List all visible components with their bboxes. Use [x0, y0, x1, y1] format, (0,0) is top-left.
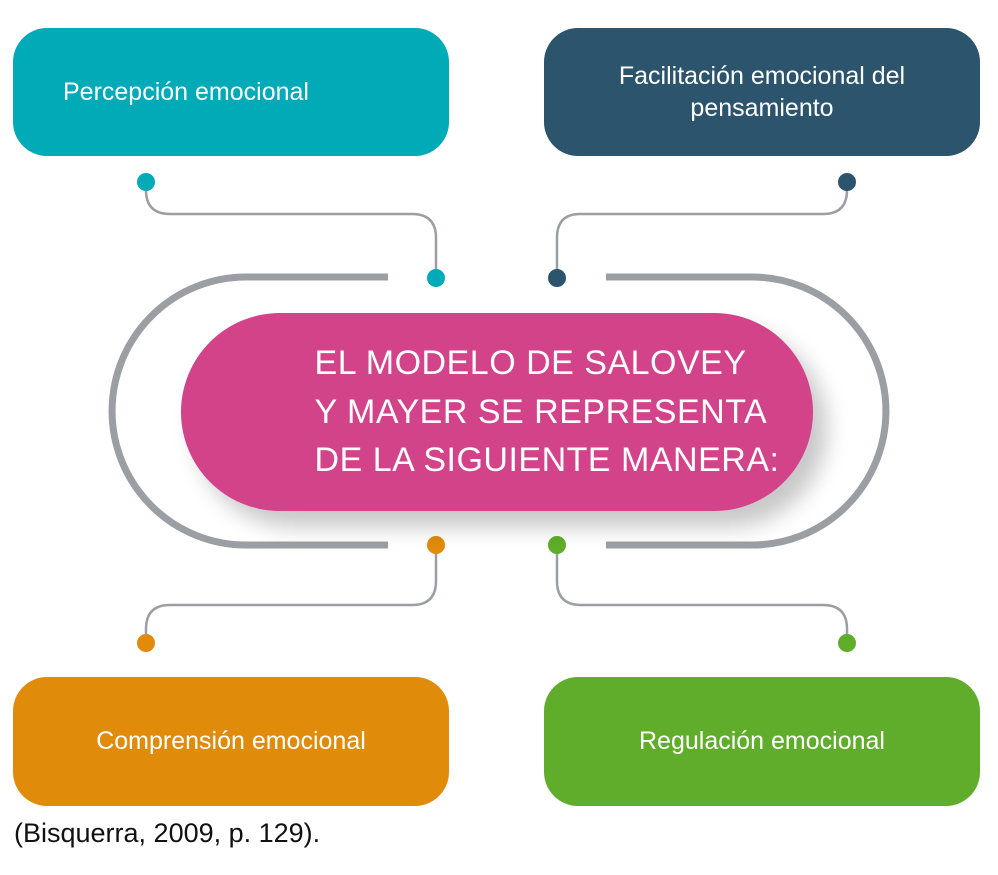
frame-top-left: [108, 273, 388, 549]
connector-bottom-left: [144, 545, 438, 643]
dot-bottom-right-outer: [838, 634, 856, 652]
frame-top-right: [606, 273, 890, 549]
node-comprension-emocional: Comprensión emocional: [13, 677, 449, 806]
node-label: Comprensión emocional: [96, 727, 366, 756]
citation: (Bisquerra, 2009, p. 129).: [14, 818, 321, 848]
center-title: EL MODELO DE SALOVEY Y MAYER SE REPRESEN…: [314, 344, 780, 480]
node-label: Regulación emocional: [639, 727, 885, 756]
node-label: Percepción emocional: [63, 77, 309, 106]
dot-bottom-right-inner: [548, 536, 566, 554]
dot-top-right-inner: [548, 269, 566, 287]
node-facilitacion-emocional: Facilitación emocional del pensamiento: [544, 28, 980, 156]
dot-top-left-inner: [427, 269, 445, 287]
dot-bottom-left-outer: [137, 634, 155, 652]
dot-bottom-left-inner: [427, 536, 445, 554]
connector-top-right: [555, 182, 849, 278]
dot-top-left-outer: [137, 173, 155, 191]
center-pill: EL MODELO DE SALOVEY Y MAYER SE REPRESEN…: [181, 313, 813, 511]
connector-top-left: [144, 182, 438, 278]
node-regulacion-emocional: Regulación emocional: [544, 677, 980, 806]
connector-bottom-right: [555, 545, 849, 643]
node-label: Facilitación emocional del pensamiento: [618, 61, 906, 123]
dot-top-right-outer: [838, 173, 856, 191]
node-percepcion-emocional: Percepción emocional: [13, 28, 449, 156]
